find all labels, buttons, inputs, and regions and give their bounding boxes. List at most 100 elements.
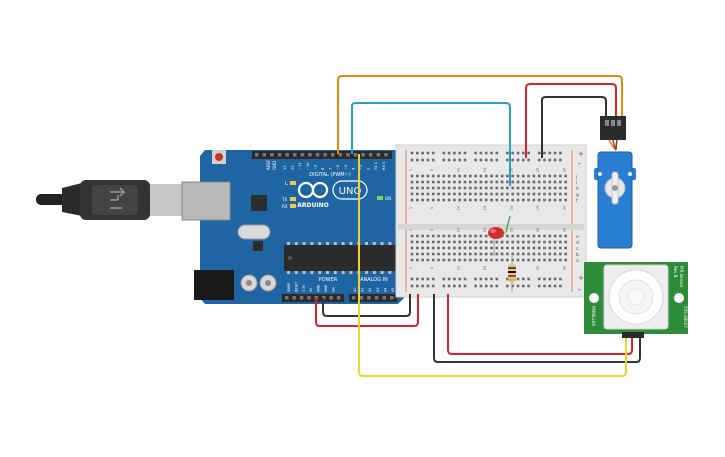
breadboard-hole[interactable]	[437, 258, 440, 262]
breadboard-hole[interactable]	[500, 252, 504, 256]
breadboard-hole[interactable]	[426, 246, 430, 250]
rail-hole[interactable]	[537, 151, 541, 155]
header-hole[interactable]	[346, 153, 350, 157]
rail-hole[interactable]	[522, 158, 525, 162]
breadboard-hole[interactable]	[490, 198, 493, 202]
header-hole[interactable]	[300, 153, 305, 157]
breadboard-hole[interactable]	[442, 258, 446, 262]
rail-hole[interactable]	[548, 277, 552, 281]
breadboard-hole[interactable]	[458, 192, 461, 196]
breadboard-hole[interactable]	[527, 252, 530, 256]
breadboard-hole[interactable]	[484, 192, 488, 196]
header-hole[interactable]	[338, 153, 343, 157]
breadboard-hole[interactable]	[416, 186, 419, 190]
breadboard-hole[interactable]	[516, 192, 520, 196]
rail-hole[interactable]	[506, 158, 509, 162]
breadboard-hole[interactable]	[484, 198, 488, 202]
breadboard-hole[interactable]	[421, 234, 424, 238]
breadboard-hole[interactable]	[527, 192, 530, 196]
breadboard-hole[interactable]	[469, 252, 472, 256]
breadboard-hole[interactable]	[553, 252, 557, 256]
rail-hole[interactable]	[559, 151, 562, 155]
header-hole[interactable]	[255, 153, 259, 157]
breadboard-hole[interactable]	[479, 180, 483, 184]
breadboard-hole[interactable]	[474, 198, 477, 202]
header-hole[interactable]	[367, 296, 371, 300]
breadboard-hole[interactable]	[426, 186, 430, 190]
breadboard-hole[interactable]	[474, 186, 477, 190]
breadboard-hole[interactable]	[564, 174, 567, 178]
breadboard-hole[interactable]	[453, 192, 456, 196]
breadboard-hole[interactable]	[479, 234, 483, 238]
breadboard-hole[interactable]	[479, 174, 483, 178]
breadboard-hole[interactable]	[437, 192, 440, 196]
breadboard-hole[interactable]	[410, 174, 414, 178]
breadboard-hole[interactable]	[500, 192, 504, 196]
rail-hole[interactable]	[463, 151, 467, 155]
breadboard-hole[interactable]	[548, 192, 552, 196]
rail-hole[interactable]	[463, 158, 467, 162]
rail-hole[interactable]	[426, 158, 430, 162]
breadboard-hole[interactable]	[463, 174, 467, 178]
breadboard-hole[interactable]	[426, 258, 430, 262]
breadboard-hole[interactable]	[511, 174, 514, 178]
breadboard-hole[interactable]	[506, 180, 509, 184]
breadboard-hole[interactable]	[463, 180, 467, 184]
breadboard-hole[interactable]	[484, 174, 488, 178]
breadboard-hole[interactable]	[537, 186, 541, 190]
breadboard-hole[interactable]	[490, 246, 493, 250]
breadboard-hole[interactable]	[537, 180, 541, 184]
breadboard-hole[interactable]	[522, 198, 525, 202]
breadboard-hole[interactable]	[416, 192, 419, 196]
breadboard-hole[interactable]	[559, 234, 562, 238]
breadboard-hole[interactable]	[453, 174, 456, 178]
breadboard-hole[interactable]	[527, 240, 530, 244]
breadboard-hole[interactable]	[469, 174, 472, 178]
pir-sensor[interactable]: PIR Sensor Rev B PARALLAX 555-28027	[584, 262, 688, 338]
breadboard-hole[interactable]	[500, 198, 504, 202]
breadboard-hole[interactable]	[447, 234, 451, 238]
rail-hole[interactable]	[559, 277, 562, 281]
breadboard-hole[interactable]	[506, 246, 509, 250]
breadboard-hole[interactable]	[495, 198, 499, 202]
breadboard-hole[interactable]	[543, 192, 546, 196]
reset-button-cap[interactable]	[215, 153, 223, 161]
breadboard-hole[interactable]	[506, 186, 509, 190]
breadboard-hole[interactable]	[479, 192, 483, 196]
breadboard-hole[interactable]	[495, 258, 499, 262]
breadboard-hole[interactable]	[442, 174, 446, 178]
rail-hole[interactable]	[484, 277, 488, 281]
breadboard-hole[interactable]	[506, 234, 509, 238]
breadboard-hole[interactable]	[511, 180, 514, 184]
breadboard-hole[interactable]	[537, 246, 541, 250]
breadboard-hole[interactable]	[453, 180, 456, 184]
breadboard-hole[interactable]	[442, 234, 446, 238]
header-hole[interactable]	[262, 153, 267, 157]
breadboard-hole[interactable]	[500, 240, 504, 244]
rail-hole[interactable]	[490, 158, 493, 162]
breadboard-hole[interactable]	[516, 258, 520, 262]
header-hole[interactable]	[293, 153, 297, 157]
analog-header[interactable]	[349, 294, 397, 302]
breadboard-hole[interactable]	[506, 240, 509, 244]
header-hole[interactable]	[374, 296, 379, 300]
rail-hole[interactable]	[431, 158, 435, 162]
breadboard-hole[interactable]	[527, 234, 530, 238]
breadboard-hole[interactable]	[527, 258, 530, 262]
breadboard-hole[interactable]	[426, 240, 430, 244]
breadboard-hole[interactable]	[559, 240, 562, 244]
breadboard-hole[interactable]	[516, 186, 520, 190]
breadboard-hole[interactable]	[553, 234, 557, 238]
rail-hole[interactable]	[516, 277, 520, 281]
rail-hole[interactable]	[511, 284, 514, 288]
breadboard-hole[interactable]	[442, 246, 446, 250]
breadboard-hole[interactable]	[442, 180, 446, 184]
breadboard-hole[interactable]	[463, 246, 467, 250]
breadboard-hole[interactable]	[511, 246, 514, 250]
breadboard-hole[interactable]	[469, 246, 472, 250]
rail-hole[interactable]	[416, 284, 419, 288]
breadboard-hole[interactable]	[469, 258, 472, 262]
breadboard-hole[interactable]	[410, 240, 414, 244]
breadboard-hole[interactable]	[548, 234, 552, 238]
rail-hole[interactable]	[553, 284, 557, 288]
